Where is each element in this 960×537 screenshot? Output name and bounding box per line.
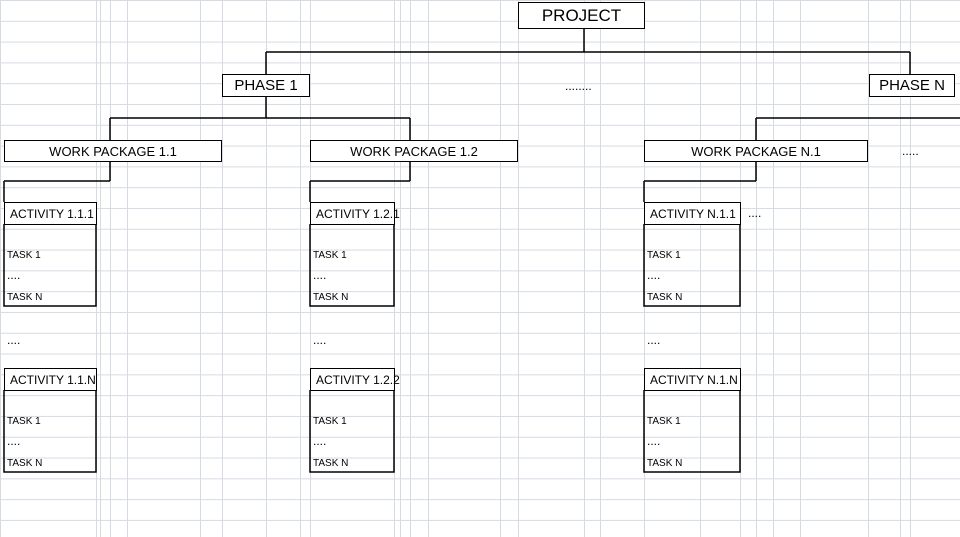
phase-n-label: PHASE N [879, 77, 945, 94]
task-label: TASK N [313, 458, 349, 469]
activity-separator: .... [647, 333, 661, 347]
work-package-label: WORK PACKAGE 1.2 [350, 143, 478, 159]
activity-box: ACTIVITY N.1.1 [644, 202, 741, 225]
task-label: TASK 1 [313, 250, 347, 261]
task-label: TASK 1 [7, 250, 41, 261]
activity-box: ACTIVITY 1.1.1 [4, 202, 97, 225]
task-ellipsis: .... [313, 268, 327, 282]
task-label: TASK N [647, 292, 683, 303]
activity-title: ACTIVITY 1.1.1 [10, 206, 94, 221]
task-label: TASK N [7, 458, 43, 469]
phase-1-box: PHASE 1 [222, 74, 310, 97]
task-label: TASK 1 [647, 250, 681, 261]
activity-separator: .... [7, 333, 21, 347]
activity-title: ACTIVITY 1.1.N [10, 372, 96, 387]
activity-separator: .... [313, 333, 327, 347]
task-label: TASK 1 [647, 416, 681, 427]
activity-ellipsis: .... [748, 206, 762, 220]
task-ellipsis: .... [7, 434, 21, 448]
work-package-1-2-box: WORK PACKAGE 1.2 [310, 140, 518, 162]
project-box: PROJECT [518, 2, 645, 29]
work-package-label: WORK PACKAGE N.1 [691, 143, 821, 159]
activity-title: ACTIVITY N.1.1 [650, 206, 736, 221]
task-ellipsis: .... [313, 434, 327, 448]
task-label: TASK N [313, 292, 349, 303]
task-label: TASK 1 [313, 416, 347, 427]
work-package-n-1-box: WORK PACKAGE N.1 [644, 140, 868, 162]
task-label: TASK N [647, 458, 683, 469]
task-ellipsis: .... [647, 268, 661, 282]
task-label: TASK N [7, 292, 43, 303]
phase-ellipsis: ........ [565, 79, 592, 93]
project-title: PROJECT [541, 5, 622, 25]
activity-title: ACTIVITY 1.2.1 [316, 206, 400, 221]
work-package-1-1-box: WORK PACKAGE 1.1 [4, 140, 222, 162]
activity-box: ACTIVITY 1.2.2 [310, 368, 400, 391]
task-ellipsis: .... [7, 268, 21, 282]
task-ellipsis: .... [647, 434, 661, 448]
activity-title: ACTIVITY N.1.N [650, 372, 738, 387]
task-label: TASK 1 [7, 416, 41, 427]
activity-title: ACTIVITY 1.2.2 [316, 372, 400, 387]
activity-box: ACTIVITY 1.2.1 [310, 202, 400, 225]
work-package-ellipsis: ..... [902, 144, 919, 158]
activity-box: ACTIVITY 1.1.N [4, 368, 97, 391]
activity-box: ACTIVITY N.1.N [644, 368, 741, 391]
phase-1-label: PHASE 1 [234, 77, 298, 94]
work-package-label: WORK PACKAGE 1.1 [49, 143, 177, 159]
phase-n-box: PHASE N [869, 74, 955, 97]
